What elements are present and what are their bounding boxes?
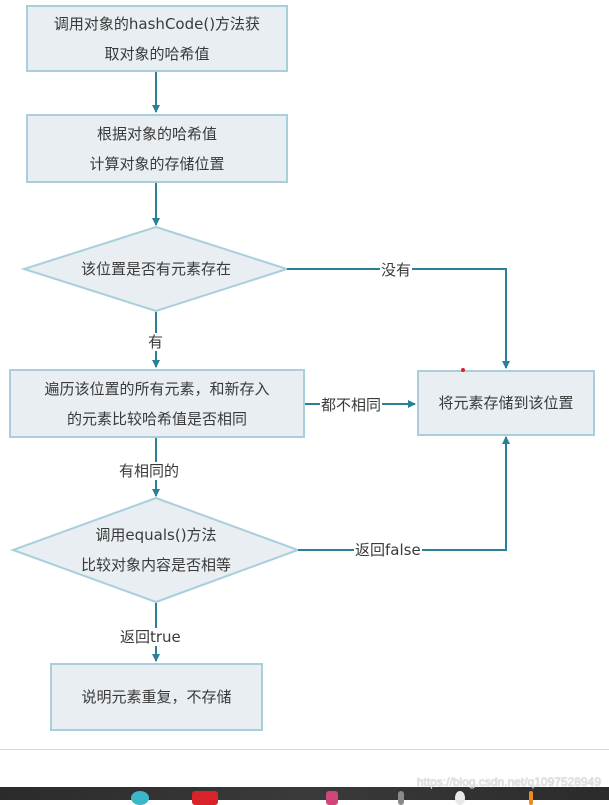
orange-app-icon[interactable] [529, 791, 533, 805]
pink-app-icon[interactable] [326, 791, 338, 805]
decision-call-equals-shape [10, 496, 301, 604]
node-text-line1: 遍历该位置的所有元素，和新存入 [44, 379, 270, 398]
cursor-dot [461, 368, 465, 372]
process-compare-hash: 遍历该位置的所有元素，和新存入 的元素比较哈希值是否相同 [9, 369, 305, 438]
node-text-line1: 调用对象的hashCode()方法获 [53, 14, 261, 33]
node-text-line1: 根据对象的哈希值 [96, 124, 217, 143]
decision-call-equals: 调用equals()方法 比较对象内容是否相等 [13, 520, 299, 580]
edge-label-all-different: 都不相同 [320, 396, 383, 414]
edge-label-has-element: 有 [147, 333, 165, 351]
edge-label-return-true: 返回true [119, 628, 182, 646]
edge-label-no-element: 没有 [380, 261, 413, 279]
gray-app-icon[interactable] [398, 791, 404, 805]
node-text-line2: 的元素比较哈希值是否相同 [66, 409, 247, 428]
node-text-line1: 说明元素重复，不存储 [81, 688, 232, 706]
decision-text-line2: 比较对象内容是否相等 [80, 556, 231, 574]
decision-check-exists-shape [20, 225, 291, 313]
decision-text-line1: 调用equals()方法 [95, 526, 217, 544]
node-text-line1: 将元素存储到该位置 [438, 394, 574, 412]
node-text-line2: 取对象的哈希值 [104, 44, 210, 63]
white-app-icon[interactable] [455, 791, 465, 805]
decision-check-exists: 该位置是否有元素存在 [24, 254, 288, 284]
watermark: https://blog.csdn.net/q1097528949 [416, 775, 601, 789]
node-text-line2: 计算对象的存储位置 [89, 154, 225, 173]
edge-label-return-false: 返回false [354, 541, 422, 559]
red-app-icon[interactable] [192, 791, 218, 805]
page-divider [0, 749, 609, 750]
decision-text: 该位置是否有元素存在 [80, 260, 231, 278]
process-calc-position: 根据对象的哈希值 计算对象的存储位置 [26, 114, 288, 183]
flowchart-canvas: 调用对象的hashCode()方法获 取对象的哈希值 根据对象的哈希值 计算对象… [9, 5, 595, 731]
edge-label-has-same: 有相同的 [118, 462, 181, 480]
teal-app-icon[interactable] [131, 791, 149, 805]
process-store-element: 将元素存储到该位置 [417, 370, 595, 436]
edge-return-false [298, 436, 510, 551]
edge-no-element [287, 268, 510, 369]
process-get-hashcode: 调用对象的hashCode()方法获 取对象的哈希值 [26, 5, 288, 72]
process-duplicate: 说明元素重复，不存储 [50, 663, 263, 731]
